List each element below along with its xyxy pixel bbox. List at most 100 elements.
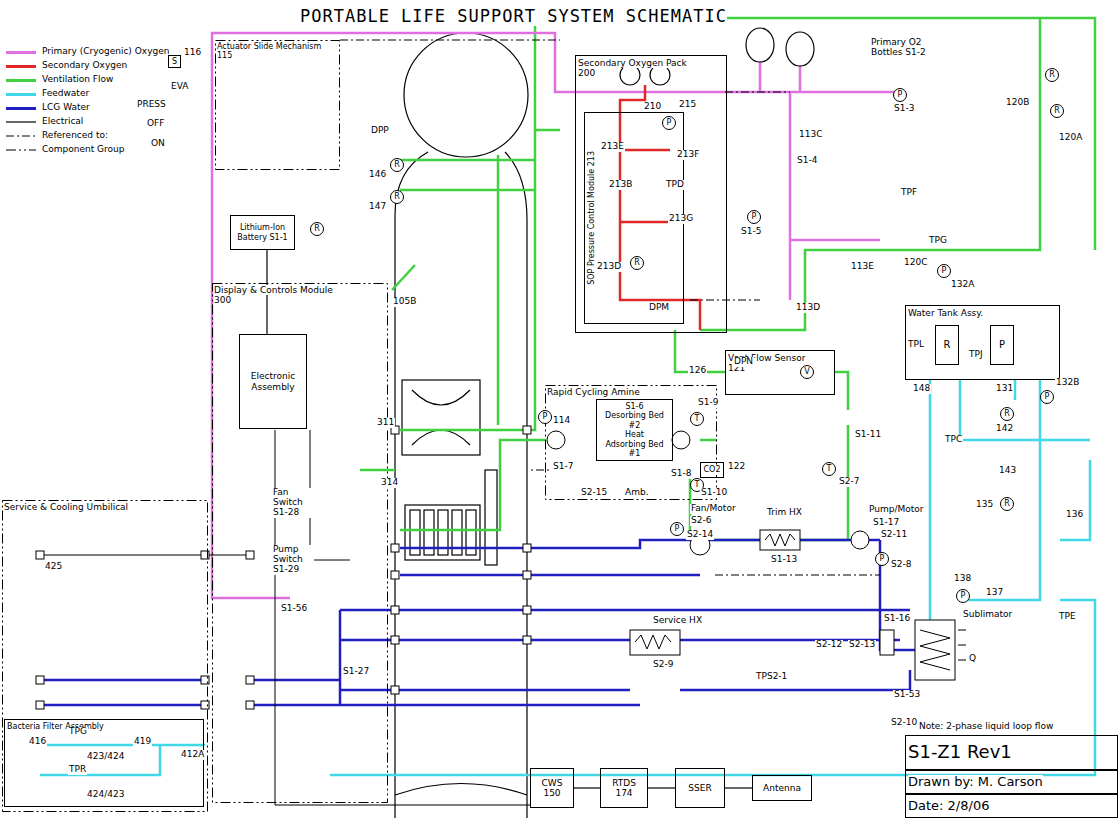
callout-number: 148: [912, 384, 931, 394]
callout-number: S2-14: [686, 530, 714, 540]
callout-number: S1-8: [670, 469, 692, 479]
callout-number: TPD: [665, 180, 685, 190]
callout-number: S1-53: [893, 690, 921, 700]
instrument-symbol: P: [670, 522, 684, 536]
callout-number: TPF: [900, 188, 918, 198]
component-text: P: [999, 339, 1005, 351]
instrument-symbol: R: [1000, 497, 1014, 511]
legend-text: LCG Water: [42, 103, 90, 113]
callout-number: 135: [975, 500, 994, 510]
component-text: S1-6: [625, 402, 643, 411]
callout-number: 136: [1065, 510, 1084, 520]
callout-number: TPR: [68, 765, 87, 775]
instrument-symbol: T: [822, 462, 836, 476]
component-text: Rapid Cycling Amine: [547, 387, 640, 397]
connector: [725, 788, 752, 789]
callout-number: 143: [998, 466, 1017, 476]
legend-text: Component Group: [42, 145, 125, 155]
legend-text: Ventilation Flow: [42, 75, 113, 85]
component-text: Service & Cooling Umbilical: [4, 502, 128, 512]
legend-line-sample: [6, 135, 36, 136]
legend-text: Primary (Cryogenic) Oxygen: [42, 47, 169, 57]
callout-number: 423/424: [86, 752, 125, 762]
callout-number: Amb.: [624, 488, 650, 498]
legend-swatch: [6, 79, 36, 82]
callout-number: S1-10: [700, 488, 728, 498]
component-text: 300: [214, 295, 231, 305]
instrument-symbol: P: [747, 210, 761, 224]
legend-line-sample: [6, 149, 36, 150]
callout-number: 132B: [1055, 378, 1080, 388]
callout-number: S1-5: [740, 227, 762, 237]
body-outline: [395, 33, 528, 818]
instrument-symbol: P: [937, 264, 951, 278]
component-text: SSER: [688, 783, 711, 793]
legend-swatch: [6, 65, 36, 68]
component-box: SSER: [675, 768, 725, 808]
component-box: Display & Controls Module300Electronic A…: [212, 283, 388, 803]
component-box: CO2: [700, 462, 724, 478]
ventilation-pipes: [360, 18, 1095, 540]
callout-number: 213F: [676, 150, 700, 160]
callout-number: TPG: [68, 727, 88, 737]
component-text: Electronic Assembly: [242, 371, 304, 392]
callout-number: 142: [995, 424, 1014, 434]
callout-number: 416: [28, 737, 47, 747]
components: [36, 426, 966, 805]
component-text: S1-Z1 Rev1: [908, 742, 1012, 763]
callout-number: S1-9: [697, 398, 719, 408]
callout-number: 113C: [798, 130, 823, 140]
callout-number: 419: [133, 737, 152, 747]
callout-number: S1-17: [872, 518, 900, 528]
callout-number: 120C: [903, 258, 928, 268]
connector: [648, 788, 675, 789]
callout-number: 138: [953, 574, 972, 584]
component-box: Secondary Oxygen Pack200SOP Pressure Con…: [575, 55, 727, 333]
instrument-symbol: P: [662, 116, 676, 130]
callout-number: S2-6: [690, 516, 712, 526]
callout-number: S2-7: [838, 477, 860, 487]
component-text: Display & Controls Module: [214, 285, 333, 295]
callout-number: 213E: [600, 142, 625, 152]
instrument-symbol: P: [893, 88, 907, 102]
callout-number: TPE: [1058, 612, 1077, 622]
component-text: Date: 2/8/06: [908, 799, 989, 814]
component-text: Water Tank Assy.: [908, 308, 983, 318]
component-text: CO2: [704, 465, 721, 474]
callout-number: OFF: [146, 119, 165, 129]
legend-text: Electrical: [42, 117, 83, 127]
callout-number: 147: [368, 202, 387, 212]
callout-number: 113D: [795, 303, 821, 313]
component-box: Drawn by: M. Carson: [905, 770, 1118, 794]
feedwater-pipes: [40, 380, 1095, 775]
callout-number: 424/423: [86, 790, 125, 800]
component-text: 115: [217, 51, 232, 60]
component-box: S1-Z1 Rev1: [905, 735, 1118, 770]
callout-number: 120B: [1005, 98, 1030, 108]
callout-number: Primary O2 Bottles S1-2: [870, 38, 932, 58]
component-box: RTDS174: [600, 768, 648, 808]
callout-number: S1-16: [883, 614, 911, 624]
instrument-symbol: P: [956, 589, 970, 603]
callout-number: Trim HX: [766, 508, 803, 518]
instrument-symbol: R: [310, 222, 324, 236]
callout-number: 113E: [850, 262, 875, 272]
legend-swatch: [6, 51, 36, 54]
component-text: Lithium-Ion Battery S1-1: [233, 223, 292, 241]
component-box: Electronic Assembly: [239, 334, 307, 429]
instrument-symbol: R: [390, 190, 404, 204]
callout-number: TPG: [928, 236, 948, 246]
callout-number: Fan Switch S1-28: [272, 488, 314, 518]
callout-number: 215: [678, 100, 697, 110]
callout-number: 213G: [668, 214, 694, 224]
legend-swatch: [6, 107, 36, 110]
component-text: CWS: [542, 778, 563, 788]
callout-number: S: [168, 55, 181, 68]
secondary-oxygen-pipes: [620, 85, 700, 330]
callout-number: 116: [183, 48, 202, 58]
legend-text: Secondary Oxygen: [42, 61, 127, 71]
component-box: R: [935, 325, 959, 365]
callout-number: S1-4: [796, 156, 818, 166]
